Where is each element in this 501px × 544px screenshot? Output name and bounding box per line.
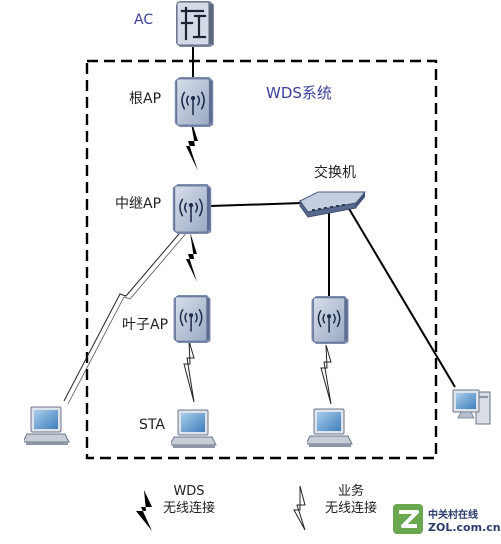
zol-logo-icon [393,504,423,534]
switch-icon [299,191,367,218]
sta-label: STA [139,417,165,433]
ac-label: AC [134,12,154,28]
root-ap-label: 根AP [129,91,162,107]
legend-wds: WDS 无线连接 [163,483,215,517]
service-link-relay-ap-left-laptop [63,220,191,402]
zol-watermark: 中关村在线 ZOL.com.cn [392,503,501,537]
link-switch-desktop [347,206,456,388]
desktop-pc-icon [452,389,491,425]
sta-laptop-icon [171,409,217,449]
leaf-ap-label: 叶子AP [122,317,169,333]
service-bolt-ap-right-laptop [320,344,332,405]
wds-bolt-root-relay [186,117,198,171]
link-relay-ap-switch [209,202,303,207]
legend-wds-line2: 无线连接 [163,501,216,516]
service-ap-icon [310,296,350,344]
wds-system-boundary [85,59,438,460]
switch-label: 交换机 [314,165,356,181]
right-laptop-icon [307,408,353,448]
legend-service-bolt-icon [293,485,306,531]
relay-ap-label: 中继AP [115,196,162,212]
legend-wds-line1: WDS [173,484,205,499]
left-laptop-icon [24,406,70,446]
legend-service-line1: 业务 [338,484,365,499]
root-ap-icon [174,77,214,127]
leaf-ap-icon [172,295,212,343]
service-bolt-leaf-sta [183,340,195,403]
legend-wds-bolt-icon [136,490,152,531]
relay-ap-icon [172,184,212,234]
watermark-text-top: 中关村在线 [428,510,478,521]
service-link-relay-ap-left-laptop-shadow [67,223,195,405]
watermark-text-bottom: ZOL.com.cn [428,521,501,534]
legend-service-line2: 无线连接 [325,501,378,516]
wds-bolt-relay-leaf [186,232,197,282]
wds-system-label: WDS系统 [266,84,332,102]
ac-device-icon [176,1,214,47]
legend-service: 业务 无线连接 [325,483,377,517]
